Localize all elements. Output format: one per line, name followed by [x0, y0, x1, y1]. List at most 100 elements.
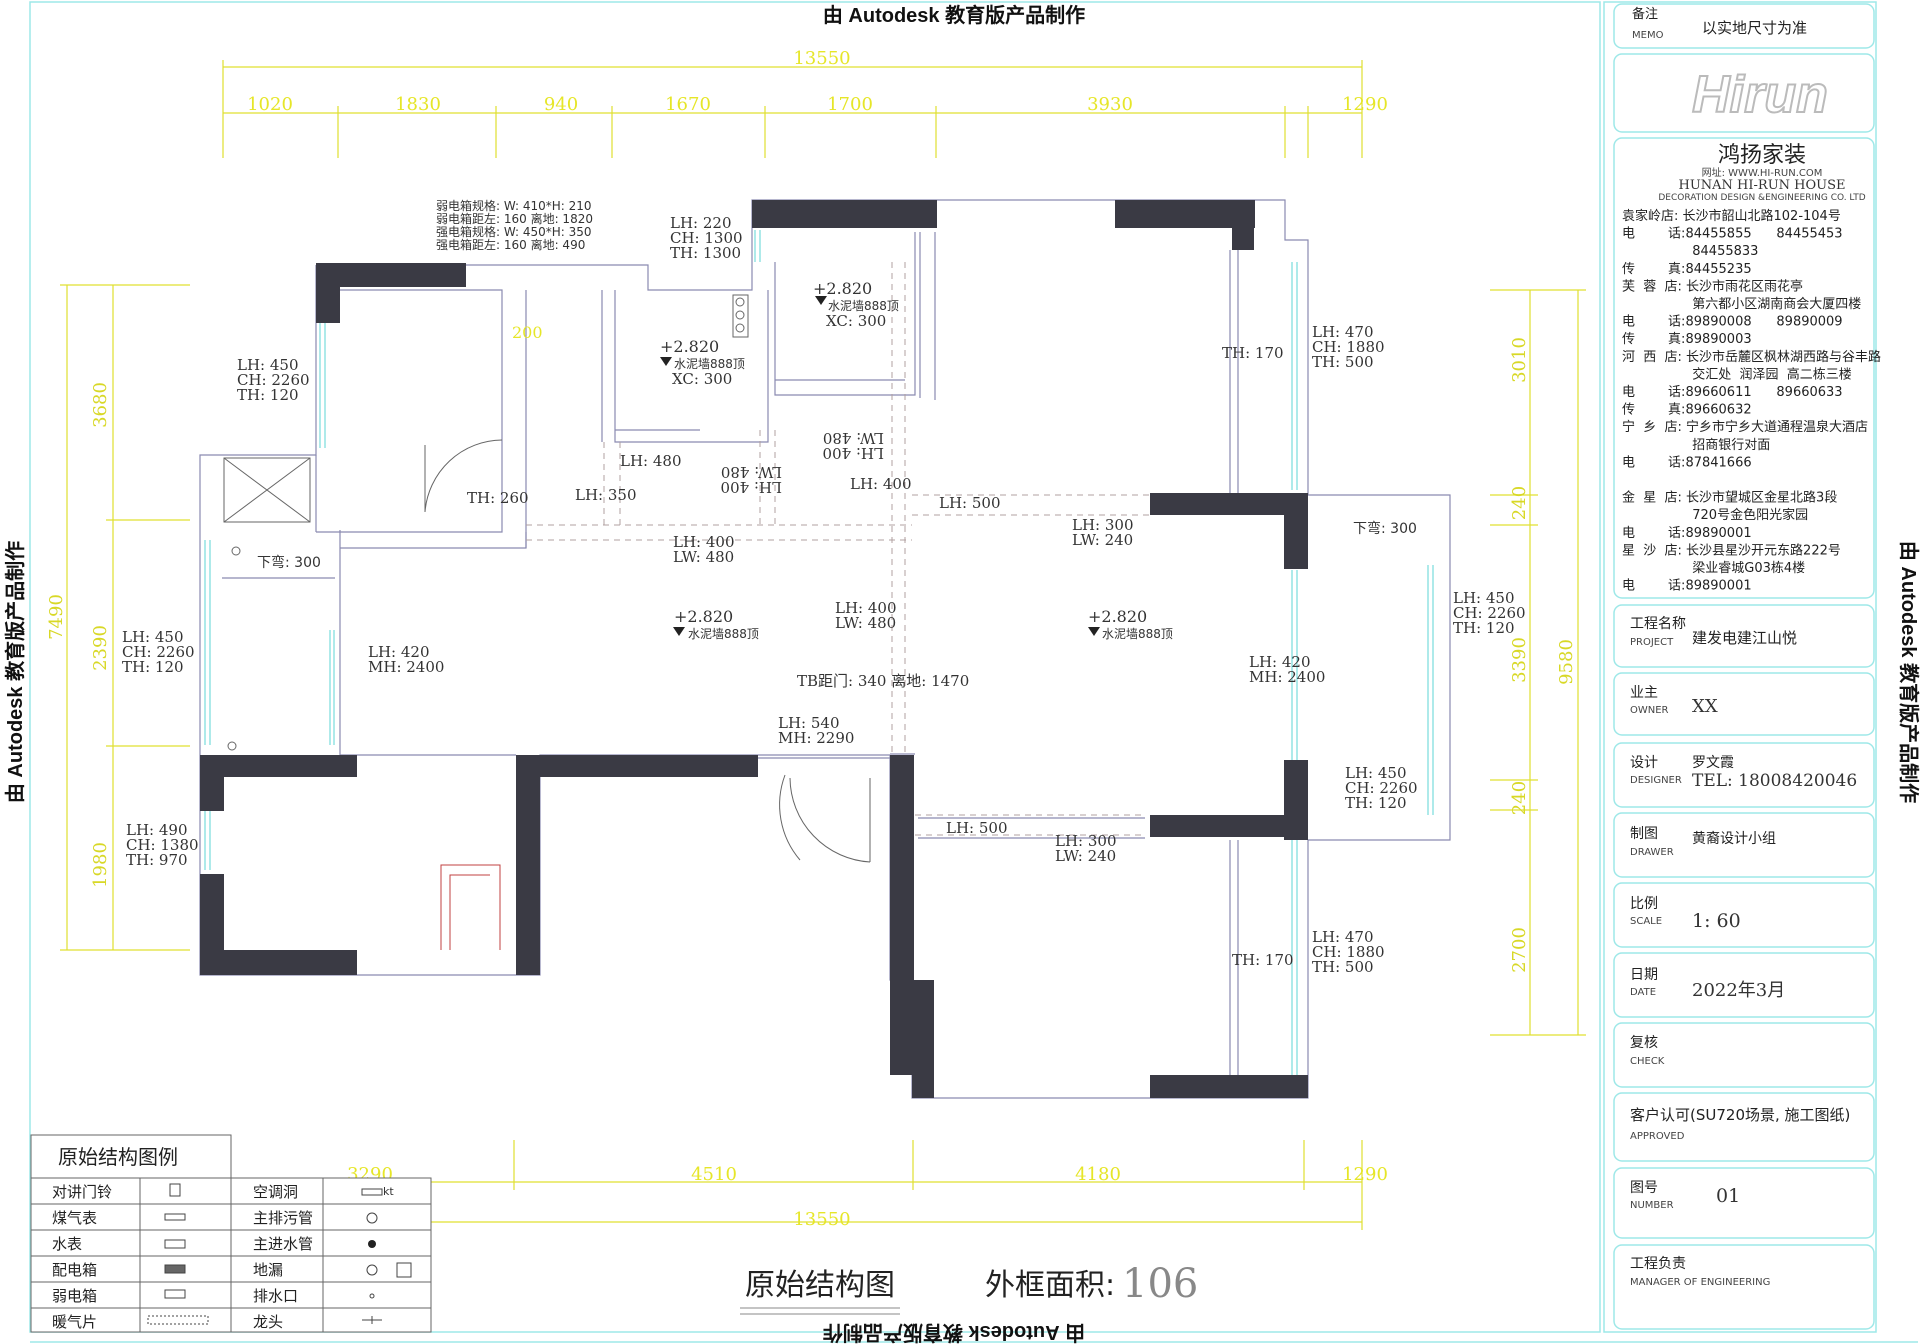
note-lh400lw-1: LH: 400 — [673, 533, 735, 551]
legend-floor-drain: 地漏 — [253, 1261, 283, 1279]
level-marker-2 — [660, 357, 672, 366]
legend-title: 原始结构图例 — [58, 1145, 178, 1169]
number-label: 图号 — [1630, 1180, 1658, 1196]
note-wlm-3: TH: 120 — [122, 658, 184, 676]
kitchen-fixtures — [732, 294, 749, 338]
date-en: DATE — [1630, 987, 1656, 998]
dim-bottom-2: 4510 — [691, 1164, 737, 1185]
area-label: 外框面积: — [985, 1268, 1115, 1303]
scale-value: 1: 60 — [1692, 910, 1741, 932]
company-logo: Hirun — [1692, 66, 1828, 124]
note-wlt-1: LH: 450 — [237, 356, 299, 374]
note-rot1-2: LW: 480 — [721, 463, 782, 481]
note-rot2-1: LH: 400 — [823, 444, 885, 462]
svg-text:弱电箱规格: W: 410*H: 210 弱电箱: 弱电箱规格: W: 410*H: 210 弱电箱距左: 160 离地: 1820… — [436, 198, 597, 252]
watermark-top: 由 Autodesk 教育版产品制作 — [823, 3, 1085, 27]
company-en-1: HUNAN HI-RUN HOUSE — [1678, 178, 1845, 193]
svg-text:水泥墙888顶: 水泥墙888顶 — [688, 627, 759, 641]
manager-label: 工程负责 — [1630, 1256, 1686, 1272]
check-en: CHECK — [1630, 1056, 1665, 1067]
svg-text:XC: 300: XC: 300 — [826, 312, 886, 330]
note-wrb-2: CH: 2260 — [1453, 604, 1526, 622]
owner-label: 业主 — [1630, 685, 1658, 701]
legend-radiator: 暖气片 — [52, 1313, 97, 1331]
weak-box-icon — [164, 1289, 186, 1299]
note-tb: TB距门: 340 离地: 1470 — [797, 672, 969, 690]
dim-top-6: 3930 — [1087, 94, 1133, 115]
dim-left-total: 7490 — [46, 594, 67, 640]
store-line: 电 话:89890008 89890009 — [1622, 315, 1843, 330]
note-wlb-3: TH: 970 — [126, 851, 188, 869]
note-wrt-2: CH: 1880 — [1312, 338, 1385, 356]
legend: 原始结构图例 对讲门铃 煤气表 水表 配电箱 弱电箱 暖气片 空调洞 主排污管 … — [30, 1134, 432, 1333]
note-rot2-2: LW: 480 — [823, 429, 884, 447]
note-lh300a-1: LH: 300 — [1072, 516, 1134, 534]
level-marker-3 — [673, 627, 685, 636]
note-lh480: LH: 480 — [620, 452, 682, 470]
dim-bottom-3: 4180 — [1075, 1164, 1121, 1185]
note-200: 200 — [512, 323, 543, 342]
dim-top-4: 1670 — [665, 94, 711, 115]
svg-text:水泥墙888顶: 水泥墙888顶 — [674, 357, 745, 371]
legend-ac-hole: 空调洞 — [253, 1183, 298, 1201]
designer-label: 设计 — [1630, 755, 1658, 771]
note-lh300b-1: LH: 300 — [1055, 832, 1117, 850]
company-website: 网址: WWW.HI-RUN.COM — [1702, 166, 1823, 179]
svg-text:LH: 300 LW: 240: LH: 300 LW: 240 — [1072, 516, 1138, 549]
ceil2-type: 水泥墙888顶 — [674, 357, 745, 371]
note-wlt-2: CH: 2260 — [237, 371, 310, 389]
note-wrt-3: TH: 500 — [1312, 353, 1374, 371]
ceil4-level: +2.820 — [1088, 607, 1147, 626]
note-lh220-3: TH: 1300 — [670, 244, 741, 262]
box-spec-2: 弱电箱距左: 160 离地: 1820 — [436, 211, 593, 226]
store-line: 传 真:89890003 — [1622, 332, 1752, 347]
legend-sewage-pipe: 主排污管 — [253, 1209, 313, 1227]
svg-text:LH: 470 CH: 1880 T: LH: 470 CH: 1880 TH: 500 — [1312, 323, 1389, 371]
note-lh420-1: LH: 420 — [368, 643, 430, 661]
note-xiaqi-left: 下弯: 300 — [257, 554, 321, 571]
company-en-2: DECORATION DESIGN &ENGINEERING CO. LTD — [1658, 193, 1865, 203]
dim-right-4: 240 — [1509, 781, 1530, 815]
store-line: 84455833 — [1622, 244, 1758, 259]
solid-walls — [200, 200, 1308, 1098]
scale-label: 比例 — [1630, 896, 1658, 912]
note-lh400lw2-1: LH: 400 — [835, 599, 897, 617]
legend-doorbell: 对讲门铃 — [52, 1183, 112, 1201]
svg-text:LH: 400 LW: 480: LH: 400 LW: 480 — [673, 533, 739, 566]
check-label: 复核 — [1630, 1034, 1658, 1051]
legend-water-pipe: 主进水管 — [253, 1235, 313, 1253]
date-label: 日期 — [1630, 967, 1658, 983]
note-wlm-1: LH: 450 — [122, 628, 184, 646]
dim-right-5: 2700 — [1509, 927, 1530, 973]
legend-faucet: 龙头 — [253, 1313, 283, 1331]
shaft — [223, 457, 311, 523]
note-wlt-3: TH: 120 — [237, 386, 299, 404]
store-line: 招商银行对面 — [1622, 438, 1770, 453]
beam-dashed-lines — [526, 262, 1150, 836]
ceil2-xc: XC: 300 — [672, 370, 732, 388]
svg-text:LH: 450 CH: 2260 T: LH: 450 CH: 2260 TH: 120 — [237, 356, 314, 404]
memo-value: 以实地尺寸为准 — [1702, 19, 1807, 37]
svg-text:LH: 400 LW: 480: LH: 400 LW: 480 — [716, 463, 782, 496]
box-spec-1: 弱电箱规格: W: 410*H: 210 — [436, 198, 592, 213]
note-wrbt-3: TH: 500 — [1312, 958, 1374, 976]
legend-distribution-box: 配电箱 — [52, 1261, 97, 1279]
note-th170a: TH: 170 — [1222, 344, 1284, 362]
dim-left-1: 3680 — [90, 382, 111, 428]
note-wlb-2: CH: 1380 — [126, 836, 199, 854]
dim-left-3: 1980 — [90, 842, 111, 888]
note-rot1-1: LH: 400 — [721, 478, 783, 496]
doorbell-icon — [169, 1183, 181, 1197]
area-value: 106 — [1122, 1261, 1198, 1307]
svg-text:LH: 540 MH: 2290: LH: 540 MH: 2290 — [778, 714, 854, 747]
floor-drain-square-icon — [396, 1262, 412, 1278]
store-line: 星 沙 店: 长沙县星沙开元东路222号 — [1622, 542, 1841, 558]
memo-en: MEMO — [1632, 30, 1664, 41]
project-label: 工程名称 — [1630, 616, 1686, 632]
legend-gas-meter: 煤气表 — [52, 1209, 97, 1227]
svg-text:LH: 470 CH: 1880 T: LH: 470 CH: 1880 TH: 500 — [1312, 928, 1389, 976]
legend-kt: kt — [383, 1185, 394, 1198]
dim-top-2: 1830 — [395, 94, 441, 115]
water-pipe-icon — [368, 1240, 376, 1248]
